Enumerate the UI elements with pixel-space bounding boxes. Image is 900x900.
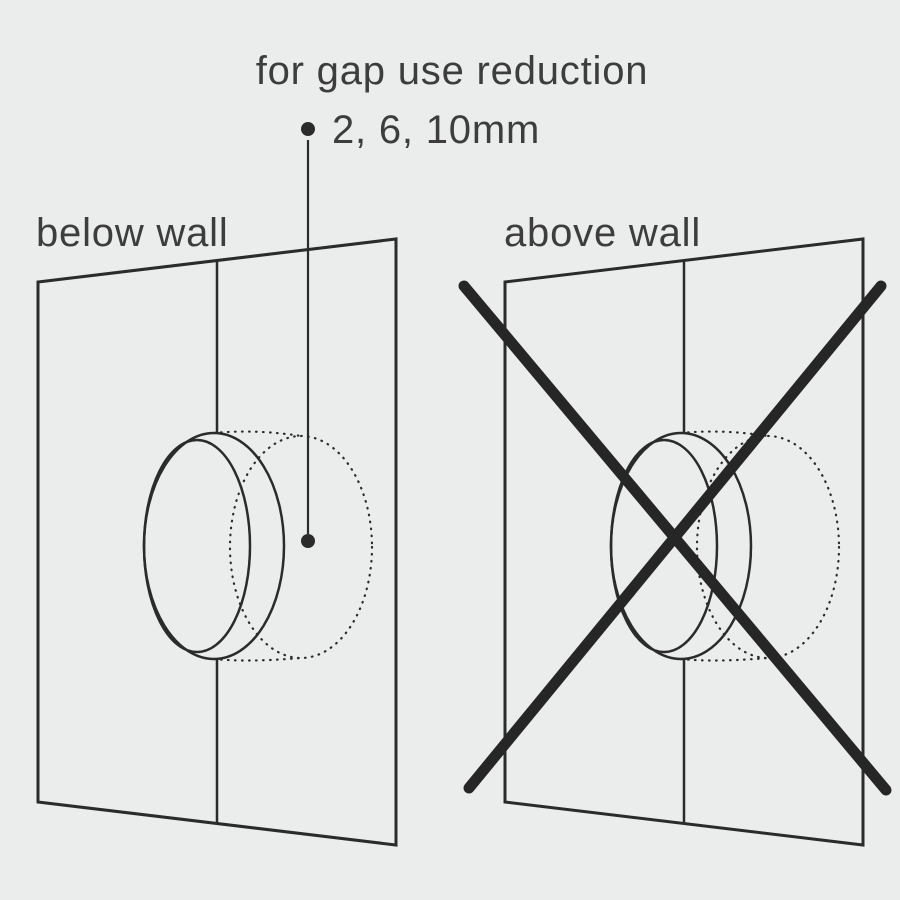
socket-face-right (609, 438, 719, 654)
leader-end-dot (301, 534, 315, 548)
gap-annotation: for gap use reduction 2, 6, 10mm (256, 49, 649, 548)
wall-plate-left (36, 237, 398, 847)
panel-below-wall: below wall (36, 211, 398, 847)
socket-rim-left (142, 431, 286, 661)
below-wall-label: below wall (36, 211, 229, 255)
hidden-depth-bottom-right (679, 656, 770, 662)
hidden-depth-ellipse-right (695, 434, 841, 660)
wall-plate-right (503, 237, 865, 847)
socket-face-left (142, 438, 252, 654)
hidden-depth-bottom-left (212, 656, 303, 662)
panel-above-wall: above wall (458, 211, 892, 847)
annotation-title: for gap use reduction (256, 49, 649, 93)
cross-stroke-2 (463, 280, 887, 794)
hidden-depth-ellipse-left (228, 434, 374, 660)
annotation-sizes: 2, 6, 10mm (332, 108, 540, 152)
bullet-dot (301, 122, 315, 136)
cross-out-x (458, 280, 892, 796)
above-wall-label: above wall (504, 211, 701, 255)
